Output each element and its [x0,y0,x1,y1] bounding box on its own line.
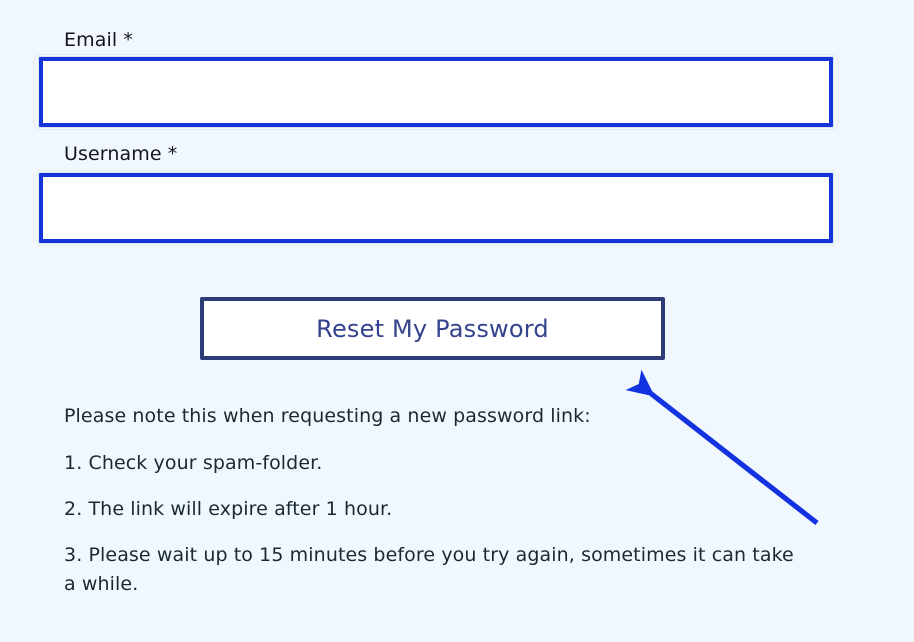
note-item-2: 2. The link will expire after 1 hour. [64,498,393,520]
notes-block: Please note this when requesting a new p… [64,402,824,599]
note-item-3: 3. Please wait up to 15 minutes before y… [64,544,794,595]
email-input[interactable] [39,57,833,127]
username-input[interactable] [39,173,833,243]
email-field-label: Email * [64,29,133,51]
reset-my-password-button[interactable]: Reset My Password [200,297,665,360]
username-field-label: Username * [64,143,178,165]
note-item-1: 1. Check your spam-folder. [64,452,323,474]
notes-intro: Please note this when requesting a new p… [64,405,591,427]
